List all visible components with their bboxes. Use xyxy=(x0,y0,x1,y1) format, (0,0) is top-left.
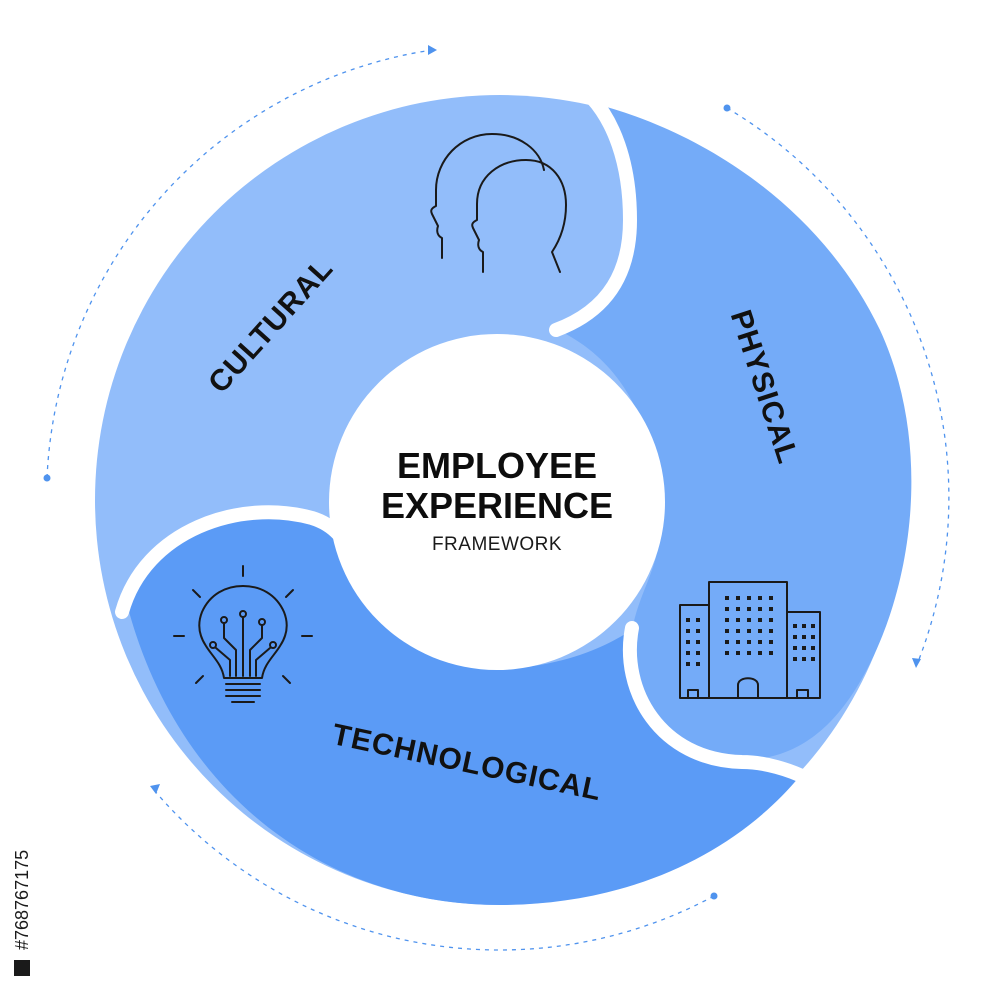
arrow-head-icon xyxy=(912,658,921,668)
window xyxy=(811,657,815,661)
window xyxy=(736,651,740,655)
window xyxy=(758,596,762,600)
arrow-head-icon xyxy=(428,45,437,55)
window xyxy=(769,607,773,611)
window xyxy=(793,657,797,661)
stock-watermark: #768767175 xyxy=(12,850,32,976)
window xyxy=(725,596,729,600)
window xyxy=(758,618,762,622)
arrow-bottom xyxy=(153,789,715,951)
window xyxy=(686,629,690,633)
stock-id: #768767175 xyxy=(12,850,32,950)
window xyxy=(747,607,751,611)
window xyxy=(793,646,797,650)
window xyxy=(811,624,815,628)
window xyxy=(769,596,773,600)
window xyxy=(758,607,762,611)
arrow-markers xyxy=(43,45,921,900)
stock-logo-icon xyxy=(14,960,30,976)
arrow-start-dot xyxy=(43,474,51,482)
center-circle xyxy=(329,334,665,670)
window xyxy=(802,646,806,650)
window xyxy=(686,662,690,666)
arrow-head-icon xyxy=(150,784,160,794)
window xyxy=(747,618,751,622)
circuit-lightbulb-icon xyxy=(173,565,313,703)
window xyxy=(686,640,690,644)
window xyxy=(793,635,797,639)
window xyxy=(769,618,773,622)
window xyxy=(793,624,797,628)
window xyxy=(769,651,773,655)
window xyxy=(758,651,762,655)
arrow-top-left xyxy=(46,49,433,479)
window xyxy=(736,629,740,633)
window xyxy=(696,629,700,633)
window xyxy=(736,618,740,622)
window xyxy=(686,651,690,655)
window xyxy=(811,635,815,639)
window xyxy=(747,596,751,600)
window xyxy=(736,596,740,600)
window xyxy=(802,657,806,661)
office-buildings-icon xyxy=(679,581,821,699)
window xyxy=(696,618,700,622)
center-title-line1: EMPLOYEE xyxy=(397,445,597,486)
window xyxy=(758,629,762,633)
window xyxy=(725,629,729,633)
building-windows xyxy=(686,596,815,666)
window xyxy=(725,618,729,622)
circular-arrows xyxy=(46,49,950,951)
two-heads-icon xyxy=(430,133,567,273)
window xyxy=(696,651,700,655)
arrow-right xyxy=(726,107,950,663)
window xyxy=(736,607,740,611)
window xyxy=(696,662,700,666)
window xyxy=(736,640,740,644)
window xyxy=(747,651,751,655)
window xyxy=(747,640,751,644)
window xyxy=(725,607,729,611)
segment-technological xyxy=(128,513,800,905)
window xyxy=(769,629,773,633)
window xyxy=(758,640,762,644)
window xyxy=(769,640,773,644)
window xyxy=(725,640,729,644)
segment-physical xyxy=(558,103,912,760)
window xyxy=(802,624,806,628)
arrow-start-dot xyxy=(710,892,718,900)
window xyxy=(696,640,700,644)
window xyxy=(802,635,806,639)
window xyxy=(686,618,690,622)
center-title-line2: EXPERIENCE xyxy=(381,485,613,526)
window xyxy=(725,651,729,655)
window xyxy=(747,629,751,633)
arrow-start-dot xyxy=(723,104,731,112)
center-subtitle: FRAMEWORK xyxy=(432,534,562,555)
window xyxy=(811,646,815,650)
